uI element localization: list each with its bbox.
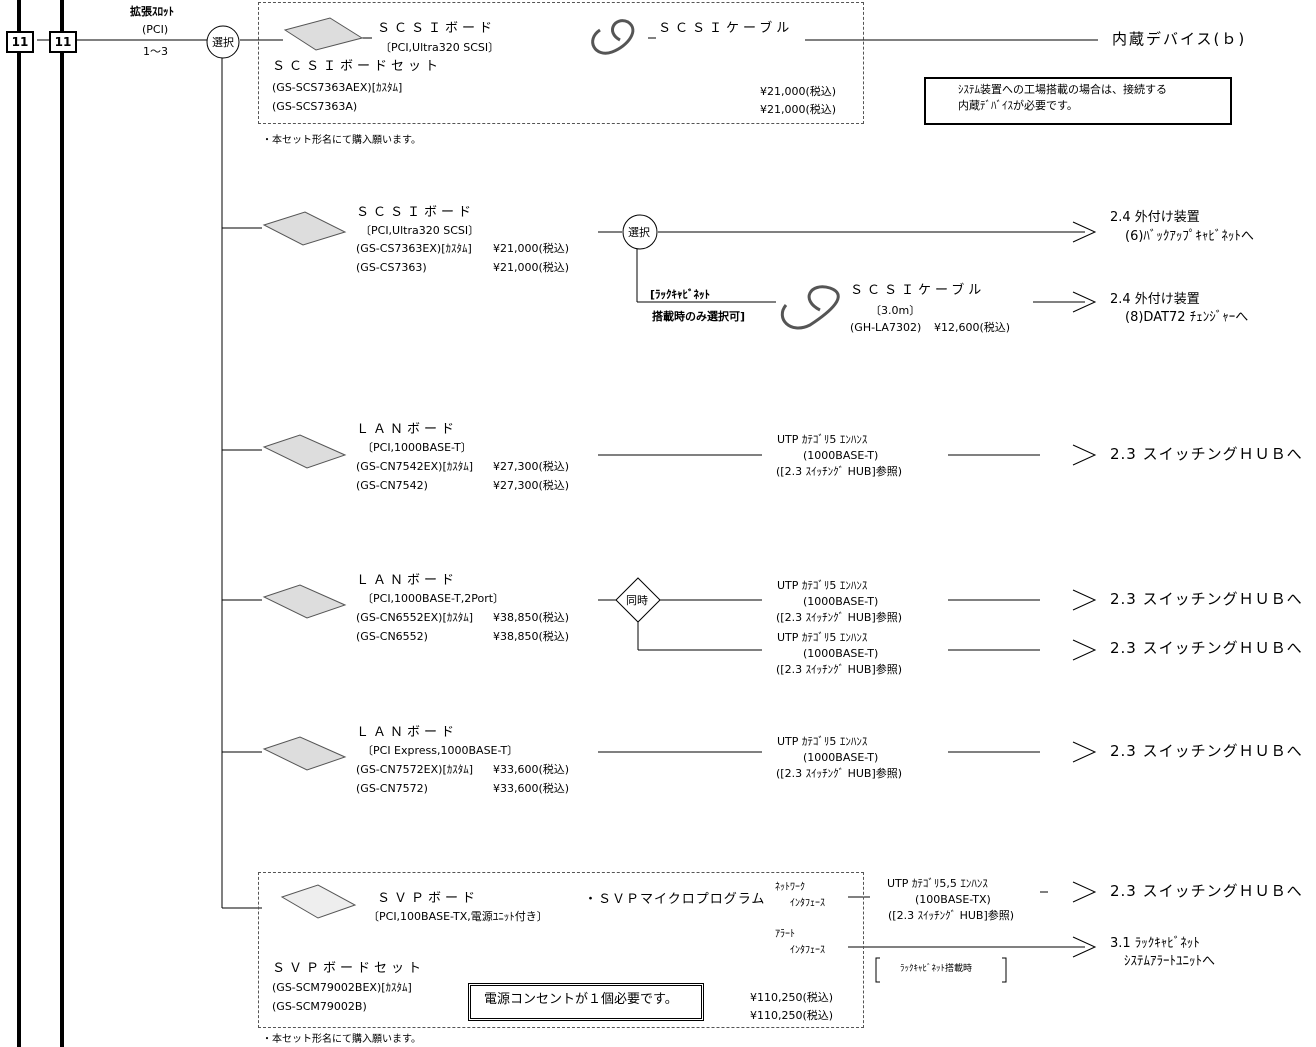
svp-alert-line2: ｲﾝﾀﾌｪｰｽ (790, 945, 825, 956)
scsi-board2-model2: (GS-CS7363) (356, 261, 427, 274)
svp-board-name: ＳＶＰボード (377, 891, 480, 906)
lan1-spec: 〔PCI,1000BASE-T〕 (362, 441, 472, 454)
scsi-set-price1: ¥21,000(税込) (760, 85, 837, 98)
scsi-board-spec: 〔PCI,Ultra320 SCSI〕 (380, 41, 500, 54)
lan3-cable-line2: (1000BASE-T) (803, 751, 879, 764)
svp-target2-line1: 3.1 ﾗｯｸｷｬﾋﾞﾈｯﾄ (1110, 936, 1200, 951)
rack-only-line2: 搭載時のみ選択可] (652, 310, 746, 323)
svp-set-model2: (GS-SCM79002B) (272, 1000, 367, 1013)
lan1-cable-line1: UTP ｶﾃｺﾞﾘ5 ｴﾝﾊﾝｽ (777, 433, 868, 446)
scsi-set-footnote: ・本セット形名にて購入願います。 (262, 135, 421, 146)
lan2-cable-a-line1: UTP ｶﾃｺﾞﾘ5 ｴﾝﾊﾝｽ (777, 579, 868, 592)
svp-footnote: ・本セット形名にて購入願います。 (262, 1034, 421, 1045)
lan2-target-b: 2.3 スイッチングＨＵＢへ (1110, 639, 1303, 657)
scsi-board2-spec: 〔PCI,Ultra320 SCSI〕 (360, 224, 480, 237)
bus-label-2: 11 (49, 31, 77, 53)
scsi-cable-price: ¥12,600(税込) (934, 321, 1011, 334)
note-line1: ｼｽﾃﾑ装置への工場搭載の場合は、接続する (958, 83, 1167, 96)
scsi-board2-model1: (GS-CS7363EX)[ｶｽﾀﾑ] (356, 242, 472, 255)
scsi-select-node: 選択 (628, 226, 650, 239)
lan2-cable-b-line1: UTP ｶﾃｺﾞﾘ5 ｴﾝﾊﾝｽ (777, 631, 868, 644)
lan3-model1: (GS-CN7572EX)[ｶｽﾀﾑ] (356, 763, 474, 776)
lan1-cable-line2: (1000BASE-T) (803, 449, 879, 462)
lan2-target-a: 2.3 スイッチングＨＵＢへ (1110, 590, 1303, 608)
svp-set-name: ＳＶＰボードセット (272, 961, 426, 976)
slot-pci: (PCI) (142, 23, 169, 36)
lan3-target: 2.3 スイッチングＨＵＢへ (1110, 742, 1303, 760)
svp-board-spec: 〔PCI,100BASE-TX,電源ﾕﾆｯﾄ付き〕 (368, 910, 548, 923)
svp-cable-line1: UTP ｶﾃｺﾞﾘ5,5 ｴﾝﾊﾝｽ (887, 877, 988, 890)
scsi-cable-name2: ＳＣＳＩケーブル (850, 283, 986, 298)
lan3-cable-line1: UTP ｶﾃｺﾞﾘ5 ｴﾝﾊﾝｽ (777, 735, 868, 748)
lan2-price2: ¥38,850(税込) (493, 630, 570, 643)
svp-set-box (258, 872, 864, 1028)
select-node: 選択 (212, 36, 234, 49)
lan1-target: 2.3 スイッチングＨＵＢへ (1110, 445, 1303, 463)
internal-device-target: 内蔵デバイス(ｂ) (1112, 30, 1247, 48)
scsi-set-box (258, 2, 864, 124)
board-icon (262, 17, 364, 919)
lan1-cable-line3: ([2.3 ｽｲｯﾁﾝｸﾞ HUB]参照) (776, 465, 903, 478)
lan2-simul: 同時 (626, 594, 648, 607)
svp-cable-line2: (100BASE-TX) (915, 893, 991, 906)
svp-net-line2: ｲﾝﾀﾌｪｰｽ (790, 898, 825, 909)
lan3-name: ＬＡＮボード (356, 725, 459, 740)
scsi-set-price2: ¥21,000(税込) (760, 103, 837, 116)
lan3-spec: 〔PCI Express,1000BASE-T〕 (362, 744, 519, 757)
note-line2: 内蔵ﾃﾞﾊﾞｲｽが必要です。 (958, 99, 1078, 112)
lan2-model2: (GS-CN6552) (356, 630, 428, 643)
lan1-price1: ¥27,300(税込) (493, 460, 570, 473)
scsi-board2-name: ＳＣＳＩボード (356, 205, 476, 220)
lan2-name: ＬＡＮボード (356, 573, 459, 588)
svp-set-price2: ¥110,250(税込) (750, 1009, 834, 1022)
lan2-cable-b-line3: ([2.3 ｽｲｯﾁﾝｸﾞ HUB]参照) (776, 663, 903, 676)
scsi-set-name: ＳＣＳＩボードセット (272, 59, 443, 74)
lan1-model1: (GS-CN7542EX)[ｶｽﾀﾑ] (356, 460, 474, 473)
scsi-board2-price2: ¥21,000(税込) (493, 261, 570, 274)
svp-net-line1: ﾈｯﾄﾜｰｸ (775, 882, 805, 893)
scsi-target2-line1: 2.4 外付け装置 (1110, 292, 1200, 307)
svp-target2-line2: ｼｽﾃﾑｱﾗｰﾄﾕﾆｯﾄへ (1124, 954, 1216, 969)
cable-icon (591, 19, 840, 330)
rack-only-line1: [ﾗｯｸｷｬﾋﾞﾈｯﾄ (650, 288, 711, 301)
scsi-cable-spec: 〔3.0m〕 (870, 304, 921, 317)
svp-target1: 2.3 スイッチングＨＵＢへ (1110, 882, 1303, 900)
svp-set-price1: ¥110,250(税込) (750, 991, 834, 1004)
scsi-set-model2: (GS-SCS7363A) (272, 100, 358, 113)
slot-title: 拡張ｽﾛｯﾄ (130, 5, 174, 18)
lan1-price2: ¥27,300(税込) (493, 479, 570, 492)
svp-microprogram: ・ＳＶＰマイクロプログラム (584, 892, 766, 907)
lan2-cable-a-line2: (1000BASE-T) (803, 595, 879, 608)
scsi-cable-model: (GH-LA7302) (850, 321, 922, 334)
scsi-target2-line2: (8)DAT72 ﾁｪﾝｼﾞｬｰへ (1125, 310, 1249, 325)
svp-set-model1: (GS-SCM79002BEX)[ｶｽﾀﾑ] (272, 981, 412, 994)
power-outlet-text: 電源コンセントが１個必要です。 (484, 992, 678, 1007)
scsi-target1-line2: (6)ﾊﾞｯｸｱｯﾌﾟｷｬﾋﾞﾈｯﾄへ (1125, 229, 1254, 244)
scsi-target1-line1: 2.4 外付け装置 (1110, 210, 1200, 225)
lan2-spec: 〔PCI,1000BASE-T,2Port〕 (362, 592, 505, 605)
lan2-price1: ¥38,850(税込) (493, 611, 570, 624)
lan1-name: ＬＡＮボード (356, 422, 459, 437)
lan2-cable-a-line3: ([2.3 ｽｲｯﾁﾝｸﾞ HUB]参照) (776, 611, 903, 624)
scsi-cable-name: ＳＣＳＩケーブル (658, 21, 794, 36)
lan3-price2: ¥33,600(税込) (493, 782, 570, 795)
bus-label-1: 11 (6, 31, 34, 53)
scsi-board-name: ＳＣＳＩボード (377, 21, 497, 36)
lan2-cable-b-line2: (1000BASE-T) (803, 647, 879, 660)
lan2-model1: (GS-CN6552EX)[ｶｽﾀﾑ] (356, 611, 474, 624)
lan3-model2: (GS-CN7572) (356, 782, 428, 795)
svp-rack-note: ﾗｯｸｷｬﾋﾞﾈｯﾄ搭載時 (900, 964, 973, 974)
power-outlet-note (468, 983, 704, 1021)
svp-cable-line3: ([2.3 ｽｲｯﾁﾝｸﾞ HUB]参照) (888, 909, 1015, 922)
scsi-board2-price1: ¥21,000(税込) (493, 242, 570, 255)
lan3-cable-line3: ([2.3 ｽｲｯﾁﾝｸﾞ HUB]参照) (776, 767, 903, 780)
lan1-model2: (GS-CN7542) (356, 479, 428, 492)
internal-device-note (924, 77, 1232, 125)
svp-alert-line1: ｱﾗｰﾄ (775, 929, 795, 940)
lan3-price1: ¥33,600(税込) (493, 763, 570, 776)
slot-range: 1～3 (143, 45, 168, 58)
scsi-set-model1: (GS-SCS7363AEX)[ｶｽﾀﾑ] (272, 81, 403, 94)
